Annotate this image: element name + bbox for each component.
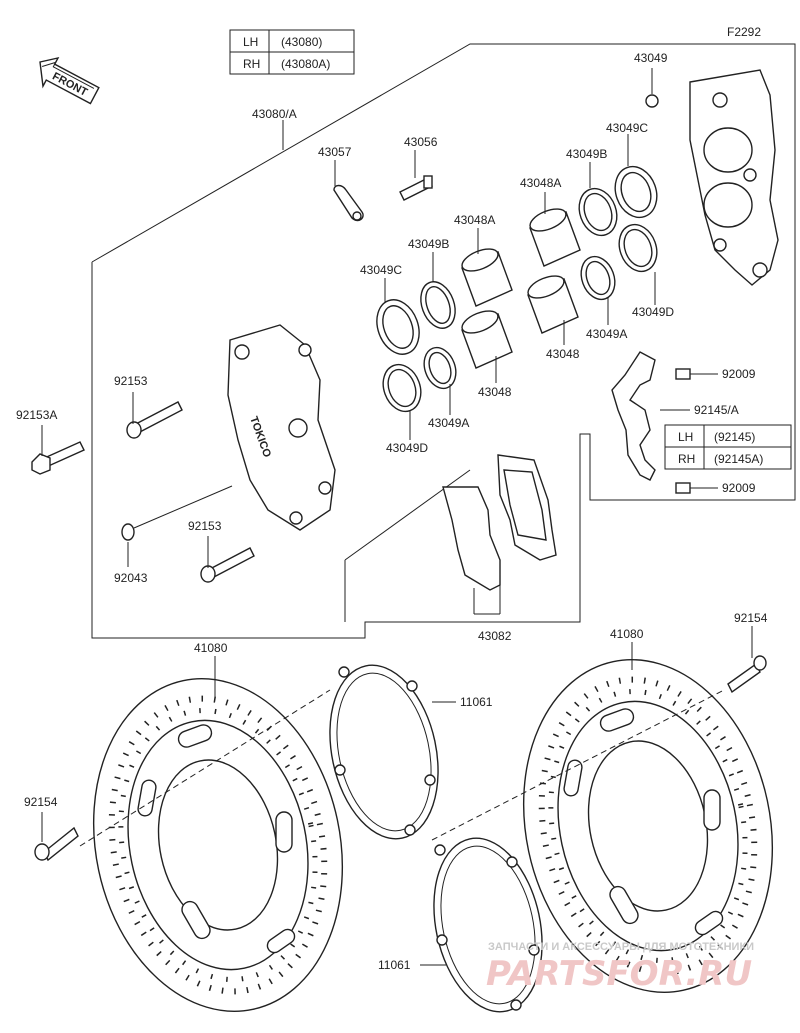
bolt-92154-left xyxy=(34,826,79,862)
gasket-11061-bottom xyxy=(433,837,543,1013)
label-43049a-middle: 43049A xyxy=(428,416,469,430)
caliper-half-left: TOKICO xyxy=(227,324,336,531)
label-43048a-right: 43048A xyxy=(520,176,561,190)
label-43049: 43049 xyxy=(634,51,668,65)
label-92043: 92043 xyxy=(114,571,148,585)
bolt-92154-right xyxy=(727,655,767,694)
label-43049c-right: 43049C xyxy=(606,121,648,135)
gasket-11061-top xyxy=(329,664,439,840)
bracket-variant-table: LH (92145) RH (92145A) xyxy=(664,424,792,470)
label-43057: 43057 xyxy=(318,145,352,159)
brake-pad-43082 xyxy=(442,454,557,591)
label-92009-top: 92009 xyxy=(722,367,756,381)
seal-43049d-right xyxy=(618,223,658,273)
caliper-table-part: (43080) xyxy=(281,35,322,49)
caliper-table-side: RH xyxy=(243,57,260,71)
watermark-tagline: ЗАПЧАСТИ И АКСЕССУАРЫ ДЛЯ МОТОТЕХНИКИ xyxy=(488,941,754,953)
label-92153a: 92153A xyxy=(16,408,57,422)
label-43049a-right: 43049A xyxy=(586,327,627,341)
caliper-variant-table: LH (43080) RH (43080A) xyxy=(229,29,355,75)
seal-43049c-middle xyxy=(376,299,420,355)
label-11061-top: 11061 xyxy=(460,695,493,709)
label-92154-left: 92154 xyxy=(24,795,58,809)
bracket-table-part: (92145) xyxy=(714,430,755,444)
label-43049b-middle: 43049B xyxy=(408,237,449,251)
bracket-table-part: (92145A) xyxy=(714,452,763,466)
label-43048a-middle: 43048A xyxy=(454,213,495,227)
brake-disc-left xyxy=(92,678,344,1012)
label-43048-right: 43048 xyxy=(546,347,580,361)
label-92145a: 92145/A xyxy=(694,403,739,417)
caliper-assembly-outline xyxy=(91,43,796,639)
caliper-half-right xyxy=(689,69,779,286)
label-43080a: 43080/A xyxy=(252,107,297,121)
watermark-logo: PARTSFOR.RU xyxy=(486,954,752,994)
clip-43057 xyxy=(333,184,364,222)
label-43049b-right: 43049B xyxy=(566,147,607,161)
seal-43049c-right xyxy=(614,165,658,219)
bolt-92153-top xyxy=(126,401,183,439)
pin-92043 xyxy=(121,485,233,541)
piston-43048a-middle xyxy=(461,248,513,307)
label-43056: 43056 xyxy=(404,135,438,149)
label-43049d-middle: 43049D xyxy=(386,441,428,455)
seal-43049b-right xyxy=(578,187,618,237)
seal-43049a-right xyxy=(580,255,616,301)
brake-disc-right xyxy=(522,659,774,993)
pad-spring-92145 xyxy=(611,351,656,481)
bleeder-valve-43056 xyxy=(399,175,433,201)
label-43049d-right: 43049D xyxy=(632,305,674,319)
label-92153-top: 92153 xyxy=(114,374,148,388)
bracket-table-side: LH xyxy=(678,430,693,444)
label-43049c-middle: 43049C xyxy=(360,263,402,277)
label-92009-bottom: 92009 xyxy=(722,481,756,495)
label-92154-right: 92154 xyxy=(734,611,768,625)
label-43082: 43082 xyxy=(478,629,512,643)
label-43048-middle: 43048 xyxy=(478,385,512,399)
bolt-92153-bottom xyxy=(200,547,255,583)
piston-43048-right xyxy=(527,275,579,334)
seal-43049d-middle xyxy=(382,363,422,413)
label-11061-bottom: 11061 xyxy=(378,958,411,972)
diagram-code: F2292 xyxy=(727,25,761,39)
piston-43048a-right xyxy=(529,208,581,267)
label-41080-left: 41080 xyxy=(194,641,228,655)
bolt-92009-top xyxy=(675,368,691,380)
seal-43049 xyxy=(645,94,659,108)
seal-43049b-middle xyxy=(420,281,456,329)
label-92153-bottom: 92153 xyxy=(188,519,222,533)
bracket-table-side: RH xyxy=(678,452,695,466)
piston-43048-middle xyxy=(461,310,513,369)
bolt-92153a xyxy=(31,441,85,475)
bolt-92009-bottom xyxy=(675,482,691,494)
caliper-table-side: LH xyxy=(243,35,258,49)
leader-lines xyxy=(41,68,753,966)
front-arrow-icon: FRONT xyxy=(39,56,100,105)
seal-43049a-middle xyxy=(423,346,457,390)
caliper-table-part: (43080A) xyxy=(281,57,330,71)
label-41080-right: 41080 xyxy=(610,627,644,641)
